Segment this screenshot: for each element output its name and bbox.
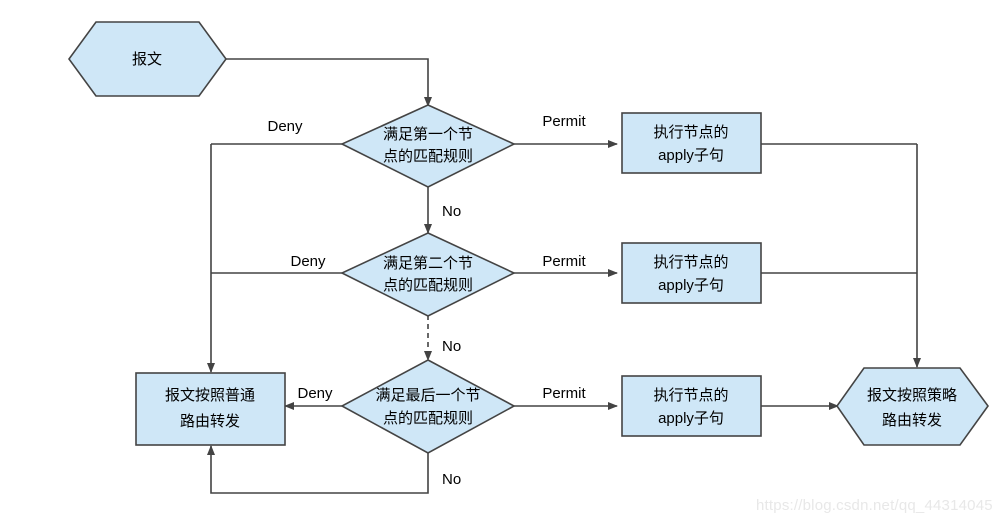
decision3-diamond-shape	[340, 359, 516, 454]
normal-forward-rect-shape	[135, 372, 286, 446]
apply2-rect-shape	[621, 242, 762, 304]
apply3-label-line2: apply子句	[658, 410, 724, 427]
apply1-label-line1: 执行节点的	[653, 124, 728, 141]
edge-label-no-1: No	[442, 203, 461, 220]
policy-forward-label-line1: 报文按照策略	[867, 387, 957, 404]
node-apply-last[interactable]: 执行节点的 apply子句	[621, 375, 762, 437]
edge-start-to-decision1	[226, 58, 432, 107]
node-normal-forward[interactable]: 报文按照普通 路由转发	[135, 372, 286, 446]
decision3-label-line1: 满足最后一个节	[375, 387, 480, 404]
edge-label-permit-1: Permit	[542, 113, 586, 130]
edge-label-deny-2: Deny	[290, 253, 326, 270]
apply1-label-line2: apply子句	[658, 147, 724, 164]
edge-label-deny-3: Deny	[297, 385, 333, 402]
decision3-label-line2: 点的匹配规则	[383, 410, 473, 427]
decision1-label-line1: 满足第一个节	[383, 125, 473, 143]
node-decision-last[interactable]: 满足最后一个节 点的匹配规则	[340, 359, 516, 454]
normal-forward-label-line2: 路由转发	[180, 413, 240, 430]
edge-label-no-2: No	[442, 338, 461, 355]
apply3-rect-shape	[621, 375, 762, 437]
node-apply-first[interactable]: 执行节点的 apply子句	[621, 112, 762, 174]
decision2-label-line2: 点的匹配规则	[383, 277, 473, 294]
apply3-label-line1: 执行节点的	[653, 387, 728, 404]
edge-label-permit-2: Permit	[542, 253, 586, 270]
policy-forward-label-line2: 路由转发	[882, 412, 942, 429]
edge-decision3-no-loopback	[207, 445, 429, 494]
node-decision-first[interactable]: 满足第一个节 点的匹配规则	[340, 104, 516, 188]
decision2-label-line1: 满足第二个节	[383, 254, 473, 272]
edge-label-no-3: No	[442, 471, 461, 488]
apply2-label-line1: 执行节点的	[653, 254, 728, 271]
apply1-rect-shape	[621, 112, 762, 174]
node-apply-second[interactable]: 执行节点的 apply子句	[621, 242, 762, 304]
normal-forward-label-line1: 报文按照普通	[165, 387, 255, 404]
start-hexagon-shape	[68, 21, 227, 97]
apply2-label-line2: apply子句	[658, 277, 724, 294]
node-start[interactable]: 报文	[68, 21, 227, 97]
edge-label-permit-3: Permit	[542, 385, 586, 402]
decision2-diamond-shape	[340, 232, 516, 317]
decision1-label-line2: 点的匹配规则	[383, 148, 473, 165]
decision1-diamond-shape	[340, 104, 516, 188]
node-policy-forward[interactable]: 报文按照策略 路由转发	[836, 367, 989, 446]
start-label: 报文	[132, 51, 162, 68]
policy-forward-hexagon-shape	[836, 367, 989, 446]
node-decision-second[interactable]: 满足第二个节 点的匹配规则	[340, 232, 516, 317]
edge-label-deny-1: Deny	[267, 118, 303, 135]
watermark-label: https://blog.csdn.net/qq_44314045	[756, 497, 993, 514]
